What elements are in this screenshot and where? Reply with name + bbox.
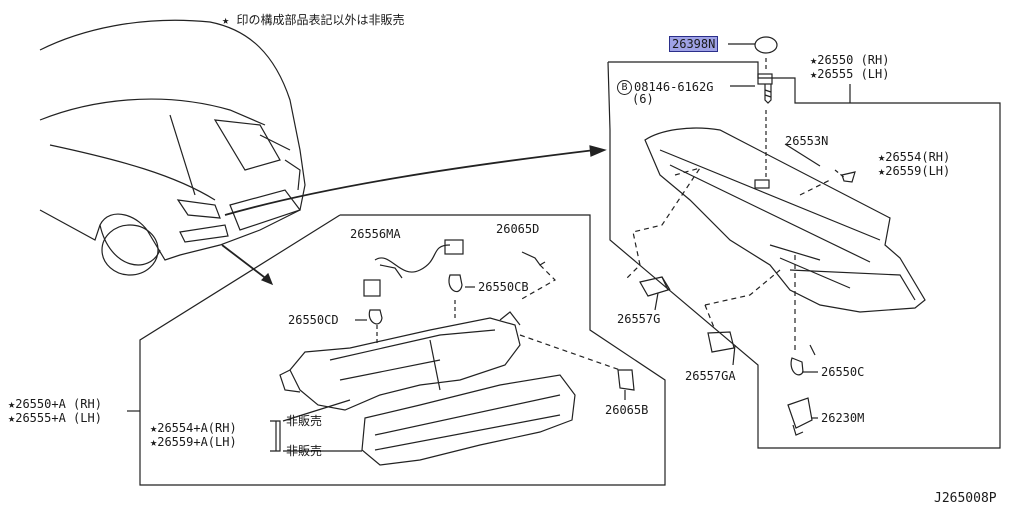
- part-label-26553N[interactable]: 26553N: [785, 134, 829, 148]
- turn-lamp-housing: [279, 311, 521, 411]
- part-label-26550[interactable]: ★26550 (RH): [810, 53, 890, 67]
- part-label-08146-6162G[interactable]: 08146-6162G: [634, 80, 714, 94]
- part-label-26065D[interactable]: 26065D: [496, 222, 540, 236]
- car-illustration: [39, 19, 306, 276]
- not-for-sale-label: 非販売: [286, 444, 323, 458]
- part-label-26559[interactable]: ★26559(LH): [878, 164, 951, 178]
- header-note: ★ 印の構成部品表記以外は非販売: [222, 13, 405, 27]
- part-qty-08146: (6): [632, 92, 654, 106]
- part-label-26554[interactable]: ★26554(RH): [878, 150, 951, 164]
- bolt-mark-icon: B: [617, 80, 632, 95]
- part-label-26555A[interactable]: ★26555+A (LH): [8, 411, 102, 425]
- turn-lamp-lens: [361, 374, 576, 466]
- part-label-26230M[interactable]: 26230M: [821, 411, 865, 425]
- part-label-26550CD[interactable]: 26550CD: [288, 313, 339, 327]
- not-for-sale-label: 非販売: [286, 414, 323, 428]
- part-label-26065B[interactable]: 26065B: [605, 403, 649, 417]
- part-label-26555[interactable]: ★26555 (LH): [810, 67, 890, 81]
- part-label-26550C[interactable]: 26550C: [821, 365, 865, 379]
- diagram-code: J265008P: [934, 491, 997, 506]
- part-label-26557GA[interactable]: 26557GA: [685, 369, 736, 383]
- tail-lamp-upper: [644, 127, 926, 313]
- part-label-26554A[interactable]: ★26554+A(RH): [150, 421, 237, 435]
- part-label-26398N[interactable]: 26398N: [669, 36, 719, 52]
- part-label-26550CB[interactable]: 26550CB: [478, 280, 529, 294]
- part-label-26550A[interactable]: ★26550+A (RH): [8, 397, 102, 411]
- part-label-26559A[interactable]: ★26559+A(LH): [150, 435, 237, 449]
- part-label-26556MA[interactable]: 26556MA: [350, 227, 401, 241]
- part-label-26557G[interactable]: 26557G: [617, 312, 661, 326]
